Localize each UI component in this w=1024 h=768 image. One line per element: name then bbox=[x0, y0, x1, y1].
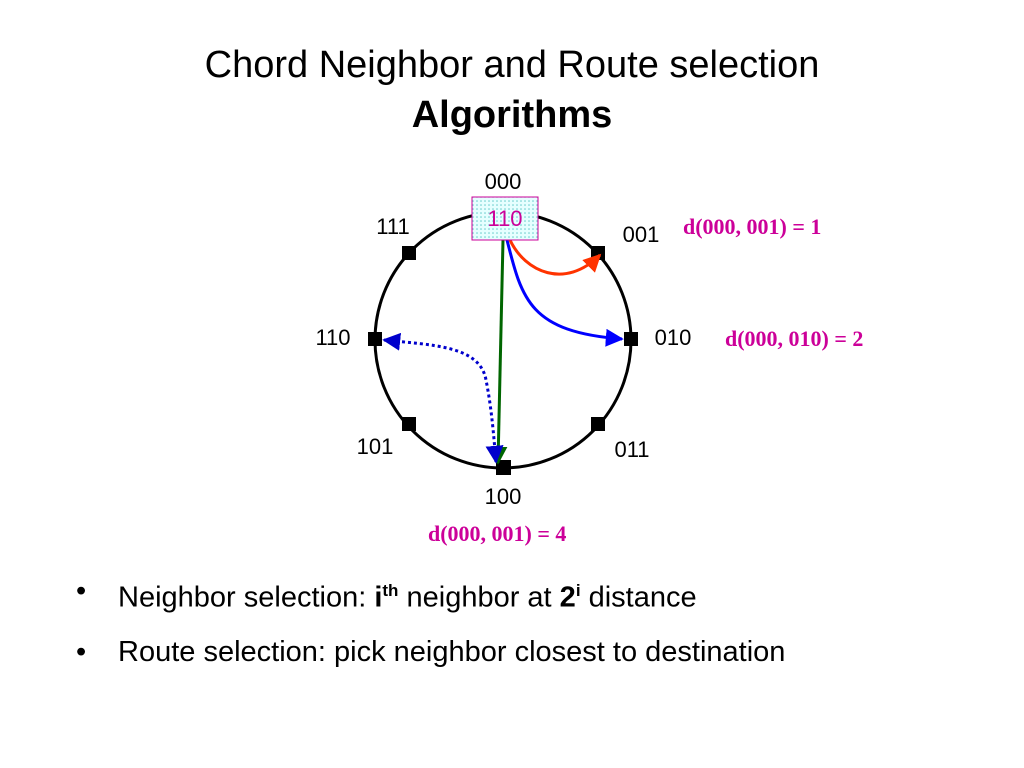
bullet-sup-i: i bbox=[575, 581, 581, 600]
distance-label-100: d(000, 001) = 4 bbox=[428, 521, 566, 546]
node-000-label: 000 bbox=[485, 169, 522, 194]
node-110-label: 110 bbox=[315, 325, 350, 350]
bullet-text: Route selection: pick neighbor closest t… bbox=[118, 636, 786, 668]
node-011-marker bbox=[591, 417, 605, 431]
node-111-marker bbox=[402, 246, 416, 260]
node-110-marker bbox=[368, 332, 382, 346]
node-101-marker bbox=[402, 417, 416, 431]
dotted-route-110-100 bbox=[382, 332, 504, 464]
distance-label-010: d(000, 010) = 2 bbox=[725, 326, 863, 351]
node-001-label: 001 bbox=[623, 222, 660, 247]
node-101-label: 101 bbox=[357, 434, 394, 459]
bullet-neighbor-selection: • Neighbor selection: ith neighbor at 2i… bbox=[76, 568, 785, 629]
node-100-label: 100 bbox=[485, 484, 522, 509]
arrow-to-010 bbox=[505, 239, 624, 347]
slide-title: Chord Neighbor and Route selection bbox=[204, 44, 820, 86]
source-node-box bbox=[471, 196, 539, 241]
distance-label-001: d(000, 001) = 1 bbox=[683, 214, 821, 239]
source-node-label: 110 bbox=[487, 206, 522, 231]
bullet-text-prefix: Neighbor selection: bbox=[118, 581, 375, 614]
bullet-text-suffix: distance bbox=[580, 581, 697, 614]
slide-subtitle: Algorithms bbox=[411, 94, 613, 136]
arrow-to-100 bbox=[489, 239, 508, 465]
node-011-label: 011 bbox=[614, 437, 649, 462]
bullet-sup-th: th bbox=[382, 581, 399, 600]
bullet-marker: • bbox=[76, 575, 87, 607]
bullet-list: • Neighbor selection: ith neighbor at 2i… bbox=[76, 568, 785, 690]
bullet-text-middle: neighbor at bbox=[398, 581, 560, 614]
bullet-bold-2: 2 bbox=[559, 581, 576, 614]
node-111-label: 111 bbox=[376, 214, 409, 239]
node-010-marker bbox=[624, 332, 638, 346]
bullet-route-selection: • Route selection: pick neighbor closest… bbox=[76, 629, 785, 690]
node-010-label: 010 bbox=[655, 325, 692, 350]
arrow-to-001 bbox=[508, 239, 602, 276]
bullet-marker: • bbox=[76, 636, 87, 668]
bullet-bold-i: i bbox=[374, 581, 383, 614]
